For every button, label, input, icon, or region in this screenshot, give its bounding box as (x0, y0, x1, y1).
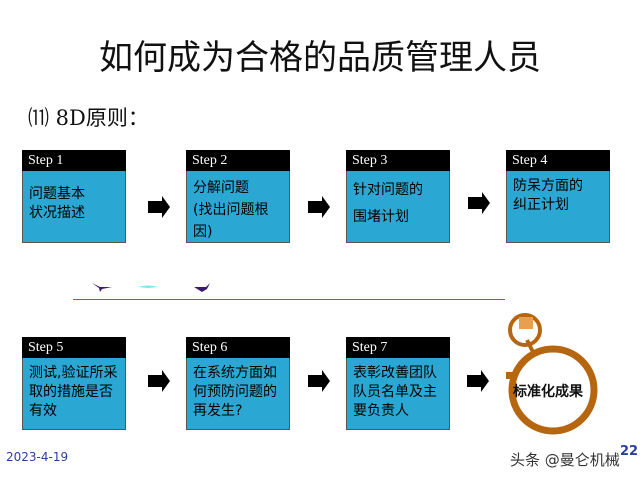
arrow-right-icon (148, 196, 170, 218)
slide-date: 2023-4-19 (6, 450, 69, 464)
step-text: 在系统方面如何预防问题的再发生? (186, 358, 290, 430)
stopwatch-icon (506, 313, 598, 435)
result-label: 标准化成果 (513, 384, 583, 400)
slide-title: 如何成为合格的品质管理人员 (99, 38, 541, 78)
step-text: 表彰改善团队队员名单及主要负责人 (346, 358, 450, 430)
arrow-right-icon (308, 370, 330, 392)
arrow-right-icon (468, 192, 490, 214)
step-label: Step 5 (22, 337, 126, 358)
arrow-right-icon (467, 370, 489, 392)
birds-decoration-icon (92, 283, 210, 292)
page-number: 22 (620, 444, 639, 459)
step-text: 问题基本 状况描述 (22, 171, 126, 243)
arrow-right-icon (308, 196, 330, 218)
step-text: 针对问题的 围堵计划 (346, 171, 450, 243)
section-heading: ⑾ 8D原则： (28, 106, 149, 130)
arrow-right-icon (148, 370, 170, 392)
step-text: 防呆方面的 纠正计划 (506, 171, 610, 243)
step-label: Step 3 (346, 150, 450, 171)
step-label: Step 1 (22, 150, 126, 171)
step-label: Step 6 (186, 337, 290, 358)
step-label: Step 4 (506, 150, 610, 171)
step-text: 测试,验证所采取的措施是否有效 (22, 358, 126, 430)
divider-line (73, 299, 505, 300)
step-label: Step 7 (346, 337, 450, 358)
step-label: Step 2 (186, 150, 290, 171)
watermark: 头条 @曼仑机械 (510, 451, 620, 469)
step-text: 分解问题 (找出问题根因) (186, 171, 290, 243)
